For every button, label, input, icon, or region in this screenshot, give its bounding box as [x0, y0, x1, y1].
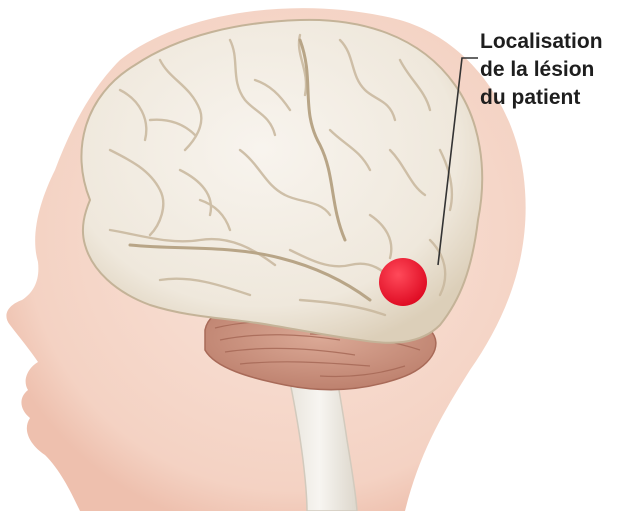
annotation-line-3: du patient	[480, 84, 630, 112]
lesion-annotation: Localisation de la lésion du patient	[480, 28, 630, 112]
annotation-line-1: Localisation	[480, 28, 630, 56]
annotation-line-2: de la lésion	[480, 56, 630, 84]
lesion-marker	[379, 258, 427, 306]
